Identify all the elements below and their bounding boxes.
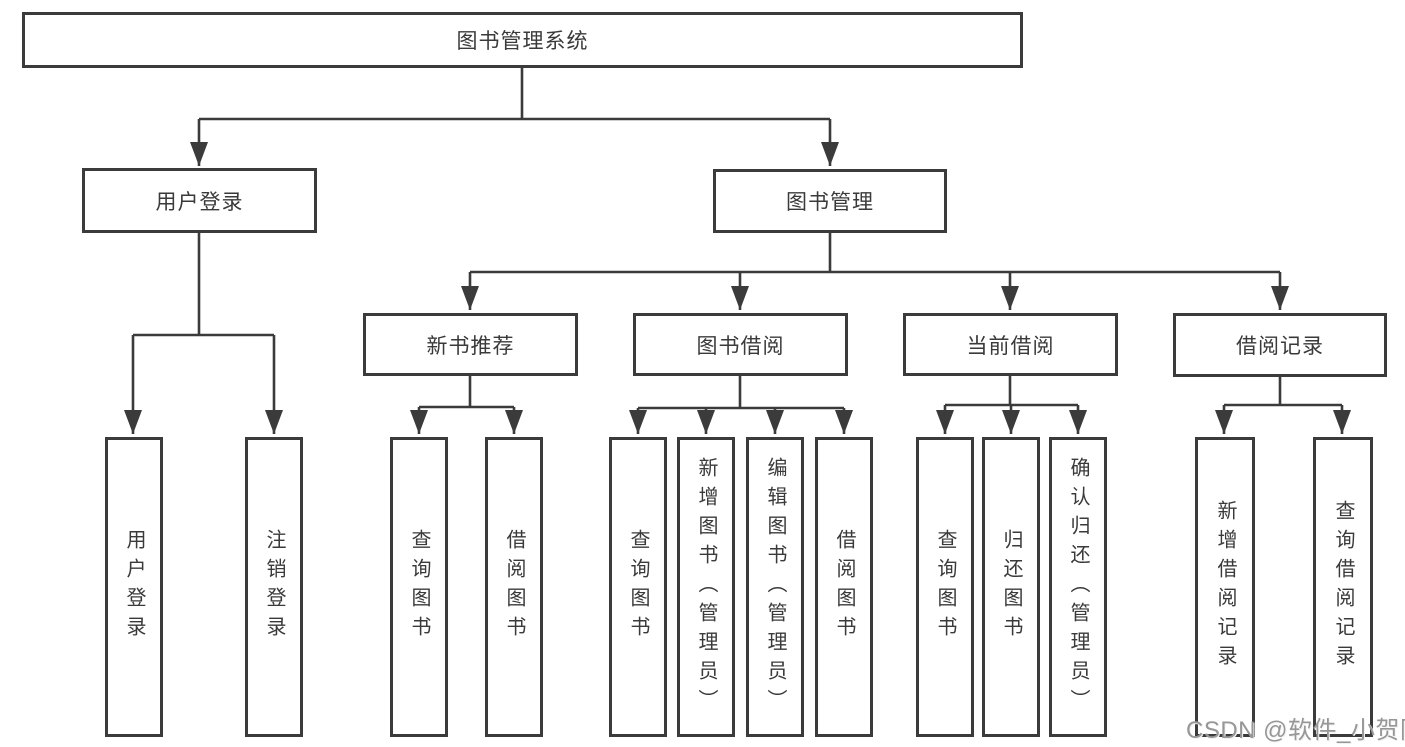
node-borrow-records: 借阅记录 [1173,313,1387,377]
leaf-logout: 注销登录 [245,437,303,737]
node-label: 图书管理 [786,191,874,214]
node-current-borrow: 当前借阅 [903,313,1118,376]
leaf-label: 查询图书 [408,529,430,645]
leaf-borrow-book-2: 借阅图书 [815,437,873,737]
leaf-label: 用户登录 [123,529,145,645]
node-label: 用户登录 [155,190,244,214]
node-new-book-recommend: 新书推荐 [363,313,578,376]
leaf-label: 借阅图书 [503,529,525,645]
node-label: 当前借阅 [966,334,1055,358]
leaf-return-book: 归还图书 [982,437,1040,737]
node-user-login-group: 用户登录 [82,168,317,233]
leaf-label: 注销登录 [263,529,285,645]
leaf-label: 查询图书 [627,529,649,645]
leaf-edit-book-admin: 编辑图书（管理员） [746,437,804,737]
leaf-label: 借阅图书 [833,529,855,645]
leaf-label: 查询图书 [934,529,956,645]
leaf-label: 归还图书 [1000,529,1022,645]
leaf-query-borrow-record: 查询借阅记录 [1313,437,1373,737]
leaf-label: 新增图书（管理员） [695,456,717,718]
node-label: 新书推荐 [426,334,515,358]
leaf-query-book-3: 查询图书 [916,437,974,737]
node-library-system: 图书管理系统 [22,12,1023,68]
leaf-label: 查询借阅记录 [1332,500,1354,674]
leaf-query-book-1: 查询图书 [390,437,448,737]
leaf-label: 确认归还（管理员） [1067,456,1089,718]
node-label: 借阅记录 [1236,335,1324,358]
node-label: 图书管理系统 [456,30,589,53]
node-book-management: 图书管理 [713,169,947,233]
leaf-label: 编辑图书（管理员） [764,456,786,718]
leaf-label: 新增借阅记录 [1214,500,1236,674]
watermark: CSDN @软件_小贺同学 [1186,717,1405,744]
leaf-add-book-admin: 新增图书（管理员） [677,437,735,737]
node-book-borrow: 图书借阅 [633,313,848,376]
leaf-confirm-return-admin: 确认归还（管理员） [1049,437,1107,737]
leaf-borrow-book-1: 借阅图书 [485,437,543,737]
node-label: 图书借阅 [696,334,785,358]
leaf-add-borrow-record: 新增借阅记录 [1195,437,1255,737]
leaf-user-login: 用户登录 [105,437,163,737]
leaf-query-book-2: 查询图书 [609,437,667,737]
